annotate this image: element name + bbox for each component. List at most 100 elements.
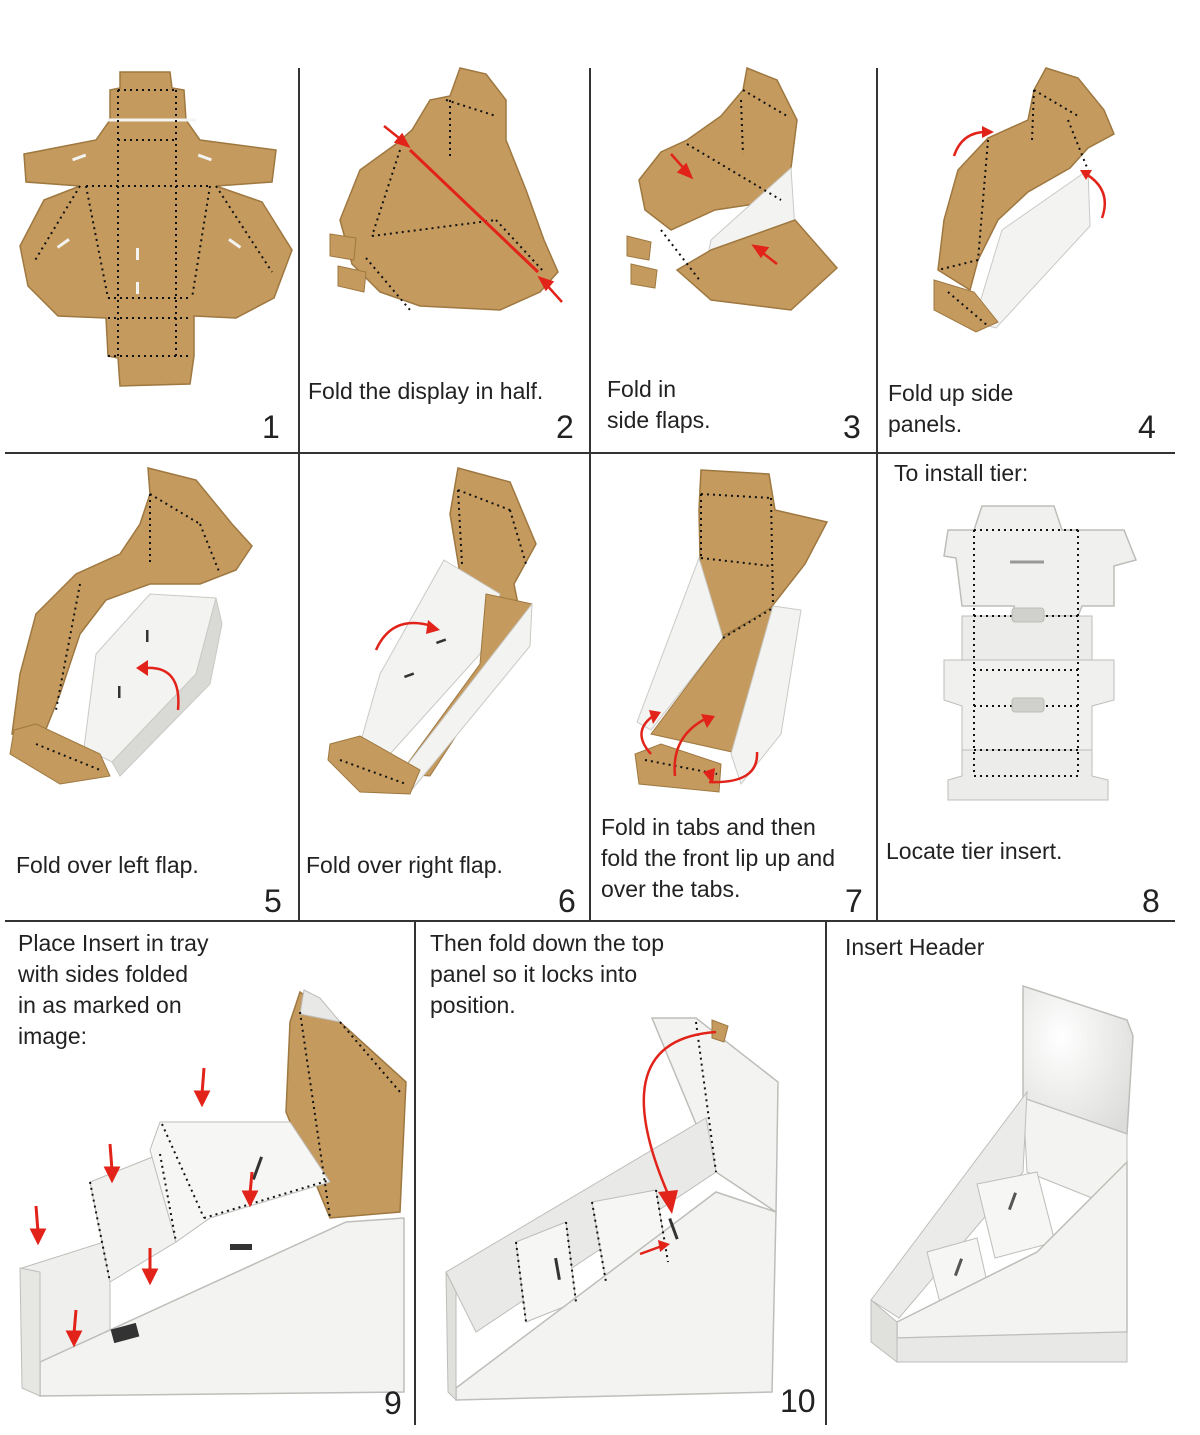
side-flap (626, 235, 652, 261)
step-number: 5 (264, 883, 282, 919)
white-left-wall (636, 556, 724, 731)
step-number: 7 (845, 883, 863, 919)
step-10-panel: Then fold down the top panel so it locks… (416, 922, 825, 1425)
step-5-panel: Fold over left flap. 5 (0, 454, 298, 920)
step-number: 8 (1142, 883, 1160, 919)
tray-front-edge (19, 1267, 41, 1397)
tier-step-2 (149, 1121, 331, 1243)
step-number: 10 (780, 1383, 816, 1419)
fold-lines (339, 489, 527, 785)
fold-lines (89, 1011, 401, 1283)
step-8-illustration (943, 505, 1138, 801)
step-6-illustration (327, 467, 537, 795)
side-flap (337, 265, 367, 293)
header-card (1022, 984, 1134, 1136)
step-3-caption: Fold in side flaps. (607, 376, 711, 433)
col-divider-2 (589, 68, 591, 920)
fold-arrow (374, 621, 433, 651)
step-3-illustration (626, 66, 839, 311)
step-10-illustration (445, 1017, 779, 1402)
step-11-illustration (870, 984, 1134, 1364)
step-6-panel: Fold over right flap. 6 (300, 454, 589, 920)
left-wall (870, 1090, 1028, 1319)
step-7-caption: Fold in tabs and then fold the front lip… (601, 814, 835, 902)
step-8-panel: To install tier: Locate ti (878, 454, 1178, 920)
col-divider-1 (298, 68, 300, 920)
step-number: 9 (384, 1385, 402, 1421)
arrow-head (658, 1190, 678, 1214)
slots (110, 1156, 263, 1344)
arrow-head (658, 1240, 670, 1252)
step-2-illustration (329, 67, 563, 311)
tray-base (896, 1331, 1128, 1363)
upper-cardboard (638, 66, 798, 231)
col-divider-5 (825, 922, 827, 1425)
back-cardboard (11, 467, 253, 745)
lock-arrow (639, 1244, 663, 1256)
fold-in-half-line (408, 148, 540, 274)
flat-blank-cardboard (19, 71, 293, 387)
step-5-caption: Fold over left flap. (16, 852, 199, 878)
step-7-illustration (634, 469, 829, 793)
lower-cardboard (675, 219, 839, 311)
slots (118, 630, 149, 698)
back-cardboard (698, 469, 829, 637)
bottom-flap (327, 735, 421, 795)
tabs (1011, 607, 1045, 713)
red-arrows (383, 125, 563, 303)
arrow-heads (649, 710, 715, 784)
side-flap (630, 263, 658, 289)
fold-lines (937, 89, 1089, 327)
step-2-caption: Fold the display in half. (308, 378, 544, 404)
fold-down-arrow (642, 1030, 717, 1195)
step-number: 1 (262, 409, 280, 445)
fold-lines (35, 493, 221, 771)
step-1-illustration (19, 71, 293, 387)
white-side-edge (111, 597, 223, 777)
fold-lines (973, 529, 1079, 777)
step-11-caption: Insert Header (845, 934, 985, 960)
step-4-illustration (933, 67, 1115, 333)
red-arrows (640, 714, 759, 784)
step-number: 4 (1138, 409, 1156, 445)
slots (403, 638, 447, 679)
white-right-flap (359, 559, 501, 755)
arrow-head (136, 660, 148, 676)
step-5-illustration (9, 467, 253, 785)
front-lip (634, 743, 722, 793)
step-11-panel: Insert Header (827, 922, 1177, 1425)
fold-arrow (145, 666, 180, 711)
step-4-panel: Fold up side panels. 4 (878, 60, 1178, 452)
bottom-flap (933, 279, 999, 333)
side-flap (329, 233, 357, 261)
slots (56, 153, 242, 294)
col-divider-3 (876, 68, 878, 920)
step-6-caption: Fold over right flap. (306, 852, 503, 878)
step-number: 6 (558, 883, 576, 919)
tray-front-edge (445, 1271, 457, 1402)
step-8-caption: Locate tier insert. (886, 838, 1063, 864)
fold-lines (33, 89, 273, 357)
slots (953, 1192, 1017, 1277)
step-1-panel: 1 (0, 60, 298, 452)
step-7-panel: Fold in tabs and then fold the front lip… (591, 454, 876, 920)
placement-arrows (29, 1067, 259, 1348)
fold-lines (515, 1021, 717, 1323)
step-number: 3 (843, 409, 861, 445)
arrow-heads (982, 126, 1092, 180)
step-4-caption: Fold up side panels. (888, 380, 1014, 437)
step-10-caption: Then fold down the top panel so it locks… (430, 930, 664, 1018)
step-8-title: To install tier: (894, 460, 1029, 486)
fold-lines (660, 89, 788, 283)
step-number: 2 (556, 409, 574, 445)
arrow-head (426, 620, 440, 634)
step-9-caption: Place Insert in tray with sides folded i… (18, 930, 209, 1049)
slots (554, 1217, 679, 1281)
row-divider-2 (5, 920, 1175, 922)
fold-lines (365, 99, 545, 311)
step-9-panel: Place Insert in tray with sides folded i… (0, 922, 414, 1425)
step-2-panel: Fold the display in half. 2 (300, 60, 589, 452)
white-right-wall (730, 605, 802, 786)
step-3-panel: Fold in side flaps. 3 (591, 60, 876, 452)
